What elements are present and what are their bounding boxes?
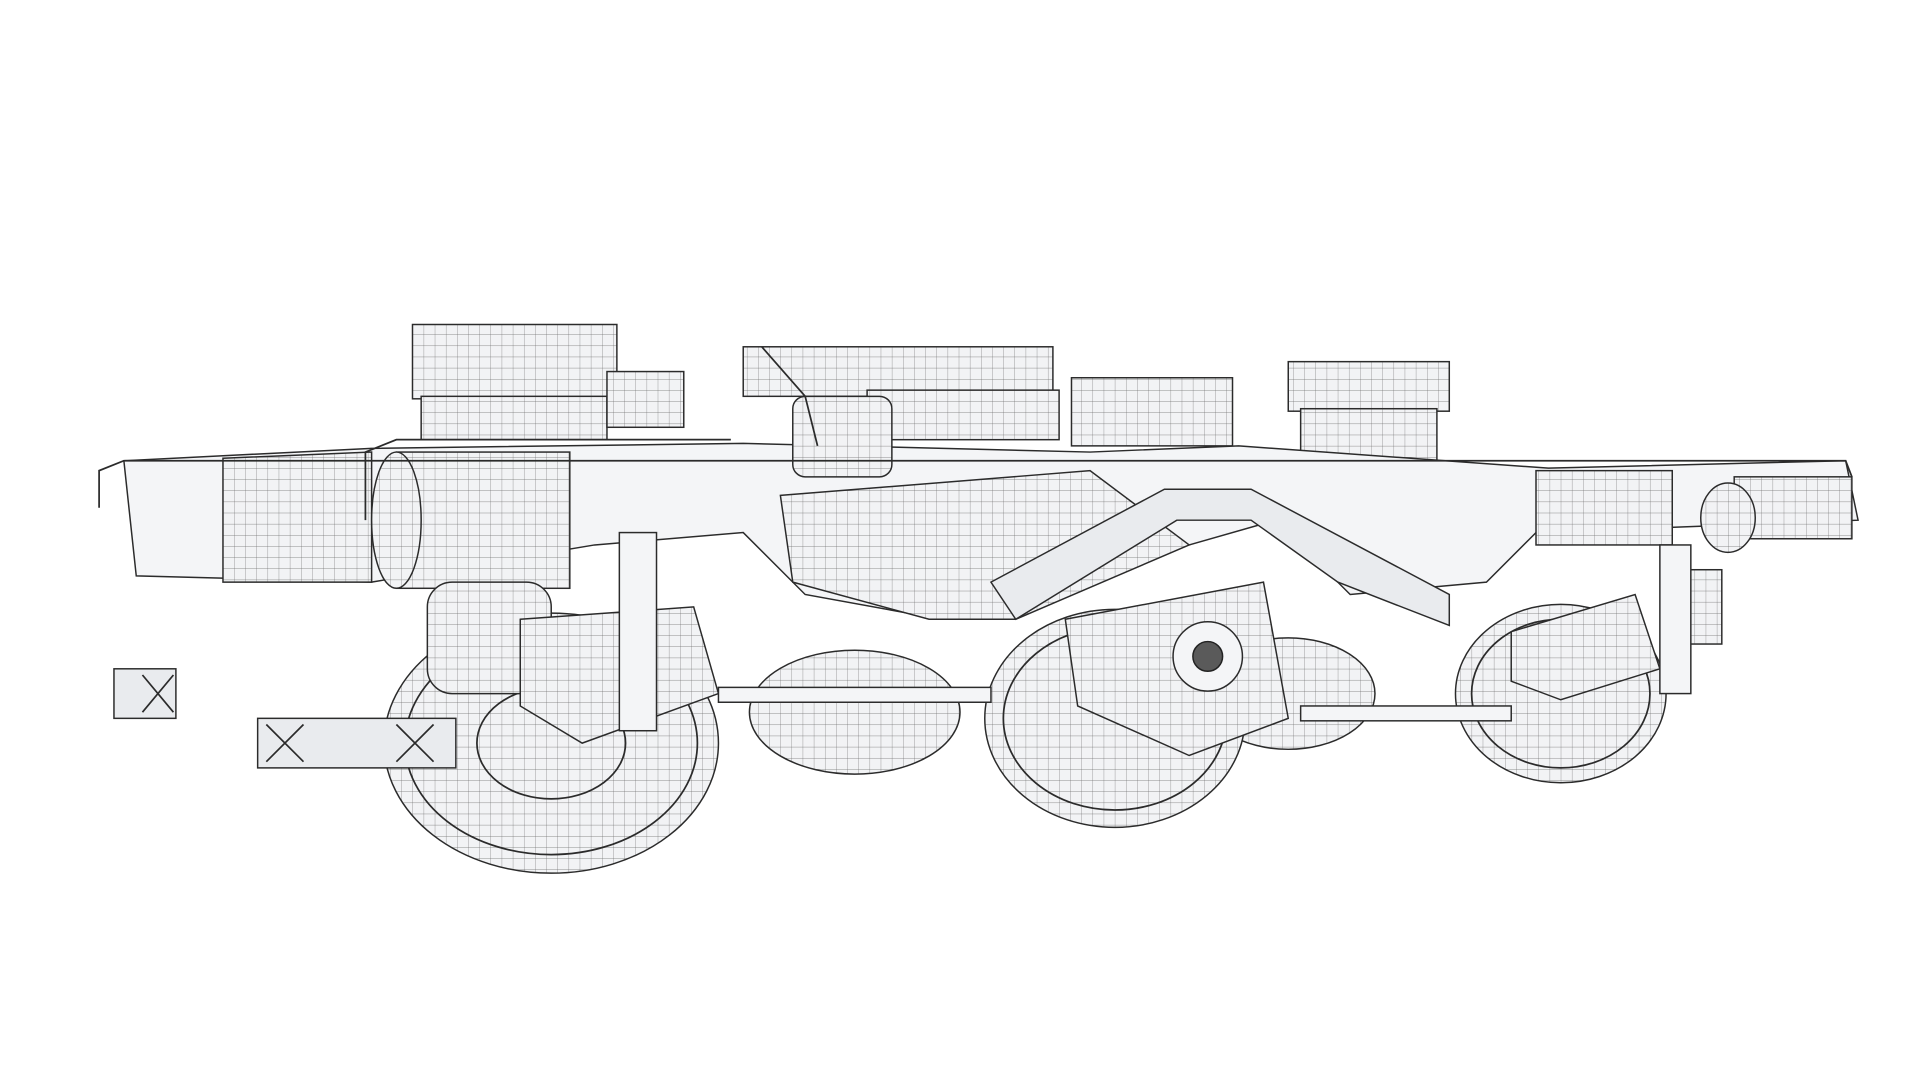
pipes — [98, 346, 1853, 521]
brake-rods — [618, 531, 1692, 732]
front-bumper-blocks — [113, 668, 457, 769]
